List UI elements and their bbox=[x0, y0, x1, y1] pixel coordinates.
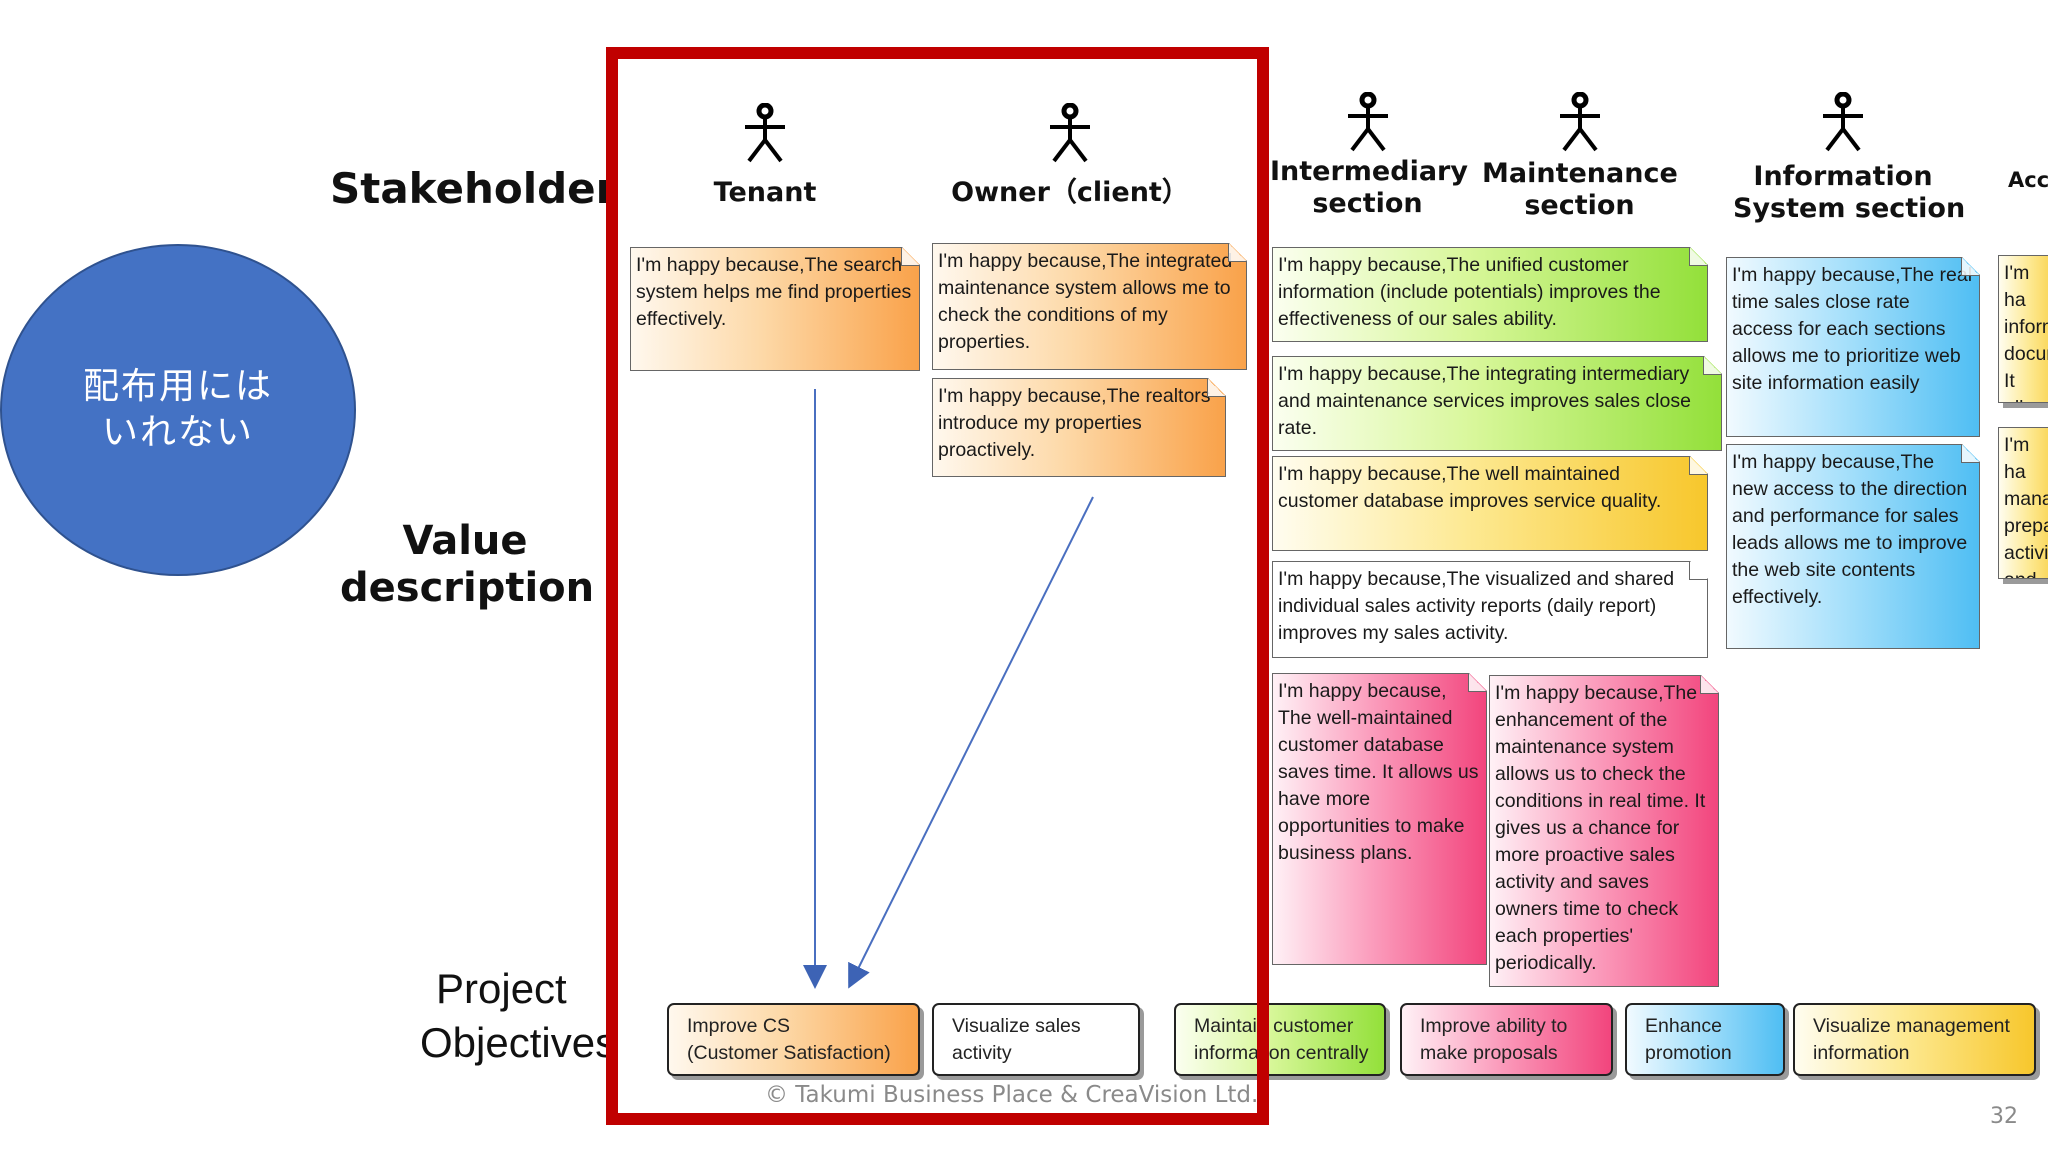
person-icon bbox=[1559, 92, 1600, 152]
note-maintenance-database: I'm happy because, The well-maintained c… bbox=[1272, 673, 1487, 965]
objective-text-line2: information bbox=[1813, 1042, 1910, 1064]
note-owner-maintenance: I'm happy because,The integrated mainten… bbox=[932, 243, 1247, 370]
objective-text-line1: Improve CS bbox=[687, 1015, 790, 1037]
objective-improve-proposals: Improve ability to make proposals bbox=[1400, 1003, 1613, 1076]
objective-text-line2: make proposals bbox=[1420, 1042, 1558, 1064]
objective-visualize-management-info: Visualize management information bbox=[1793, 1003, 2036, 1076]
note-info-system-close-rate: I'm happy because,The real time sales cl… bbox=[1726, 257, 1980, 437]
value-description-row-label: Value description bbox=[340, 518, 595, 612]
note-accounting-partial-1: I'm ha inform docum It allo financ bbox=[1998, 255, 2048, 403]
stakeholder-name: Owner（client） bbox=[951, 177, 1189, 208]
arrow-owner-to-cs bbox=[848, 496, 1094, 989]
copyright-text: © Takumi Business Place & CreaVision Ltd… bbox=[765, 1082, 1259, 1108]
project-objectives-row-label: Project Objectives bbox=[420, 962, 616, 1070]
objective-improve-cs: Improve CS (Customer Satisfaction) bbox=[667, 1003, 920, 1076]
person-icon bbox=[745, 103, 785, 163]
objective-text-line1: Maintain customer bbox=[1194, 1015, 1354, 1037]
value-label-line2: description bbox=[340, 565, 595, 611]
stakeholder-information-system: Information System section bbox=[1733, 92, 1966, 225]
highlight-frame bbox=[606, 47, 1269, 1125]
note-text: I'm happy because,The search system help… bbox=[636, 254, 912, 330]
circle-text-line1: 配布用には bbox=[82, 366, 273, 407]
stakeholder-row-label: Stakeholder bbox=[330, 164, 617, 213]
objective-text-line2: promotion bbox=[1645, 1042, 1732, 1064]
stakeholder-name-line1: Intermediary bbox=[1270, 156, 1468, 187]
note-text: I'm happy because,The real time sales cl… bbox=[1732, 264, 1973, 394]
note-info-system-web-contents: I'm happy because,The new access to the … bbox=[1726, 444, 1980, 649]
note-intermediary-integration: I'm happy because,The integrating interm… bbox=[1272, 356, 1722, 451]
stakeholder-name-line2: section bbox=[1312, 188, 1423, 219]
note-text: I'm happy because,The integrating interm… bbox=[1278, 363, 1691, 439]
objective-text-line2: information centrally bbox=[1194, 1042, 1369, 1064]
person-icon bbox=[1823, 92, 1863, 152]
stakeholder-name-line2: System section bbox=[1733, 193, 1966, 224]
person-icon bbox=[1347, 92, 1388, 152]
stakeholder-tenant: Tenant bbox=[700, 103, 830, 209]
page-number: 32 bbox=[1990, 1104, 2018, 1129]
objective-text-line2: (Customer Satisfaction) bbox=[687, 1042, 891, 1064]
note-intermediary-customer-info: I'm happy because,The unified customer i… bbox=[1272, 247, 1708, 342]
objective-text-line1: Improve ability to bbox=[1420, 1015, 1568, 1037]
stakeholder-name-line1: Maintenance bbox=[1482, 158, 1678, 189]
note-maintenance-system: I'm happy because,The enhancement of the… bbox=[1489, 675, 1719, 987]
stakeholder-name-line1: Information bbox=[1753, 161, 1933, 192]
note-text: I'm happy because,The well maintained cu… bbox=[1278, 463, 1662, 512]
note-text: I'm ha inform docum It allo financ bbox=[2004, 262, 2048, 402]
stakeholder-name: Tenant bbox=[713, 177, 817, 208]
stakeholder-intermediary: Intermediary section bbox=[1270, 92, 1468, 220]
note-text: I'm happy because,The unified customer i… bbox=[1278, 254, 1661, 330]
note-text: I'm happy because,The visualized and sha… bbox=[1278, 568, 1675, 644]
note-intermediary-reports: I'm happy because,The visualized and sha… bbox=[1272, 561, 1708, 658]
value-label-line1: Value bbox=[402, 518, 528, 564]
note-text: I'm happy because,The enhancement of the… bbox=[1495, 682, 1706, 974]
objective-text-line1: Enhance bbox=[1645, 1015, 1722, 1037]
objective-text-line1: Visualize management bbox=[1813, 1015, 2010, 1037]
objective-enhance-promotion: Enhance promotion bbox=[1625, 1003, 1785, 1076]
stakeholder-owner: Owner（client） bbox=[950, 103, 1190, 209]
stakeholder-accounting-partial: Acco bbox=[2008, 168, 2048, 192]
note-owner-realtors: I'm happy because,The realtors introduce… bbox=[932, 378, 1226, 477]
not-for-distribution-circle: 配布用には いれない bbox=[0, 244, 356, 576]
note-text: I'm happy because,The integrated mainten… bbox=[938, 250, 1233, 353]
circle-text-line2: いれない bbox=[101, 412, 254, 453]
person-icon bbox=[1050, 103, 1090, 163]
note-text: I'm happy because,The realtors introduce… bbox=[938, 385, 1211, 461]
objective-text: Visualize sales activity bbox=[952, 1015, 1081, 1064]
objective-maintain-customer-info: Maintain customer information centrally bbox=[1174, 1003, 1386, 1076]
objectives-label-line1: Project bbox=[436, 965, 567, 1012]
objectives-label-line2: Objectives bbox=[420, 1019, 617, 1066]
objective-visualize-sales: Visualize sales activity bbox=[932, 1003, 1140, 1076]
note-intermediary-database: I'm happy because,The well maintained cu… bbox=[1272, 456, 1708, 551]
stakeholder-name-line2: section bbox=[1524, 190, 1635, 221]
note-text: I'm happy because,The new access to the … bbox=[1732, 451, 1968, 608]
stakeholder-maintenance: Maintenance section bbox=[1482, 92, 1678, 222]
note-text: I'm happy because, The well-maintained c… bbox=[1278, 680, 1479, 864]
note-tenant-search: I'm happy because,The search system help… bbox=[630, 247, 920, 371]
